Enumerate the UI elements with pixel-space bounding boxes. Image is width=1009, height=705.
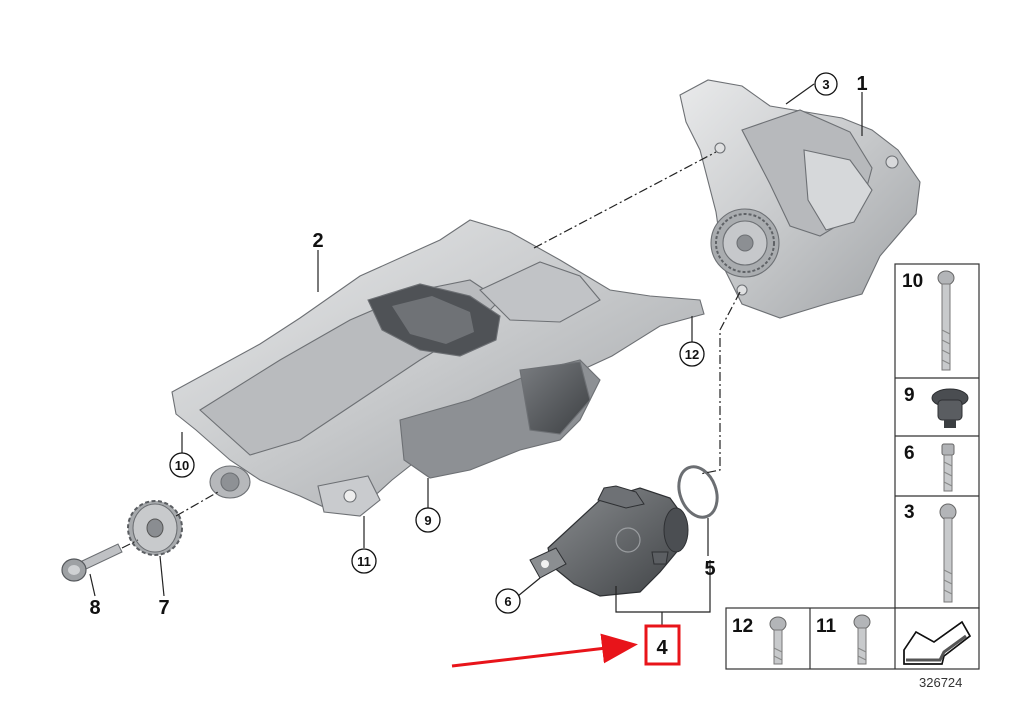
callout-1: 1 bbox=[856, 73, 867, 95]
callout-6: 6 bbox=[495, 588, 521, 614]
callout-12: 12 bbox=[679, 341, 705, 367]
fastener-table: 10 9 6 3 12 11 bbox=[725, 263, 980, 670]
callout-11: 11 bbox=[351, 548, 377, 574]
callout-8: 8 bbox=[89, 597, 100, 619]
catalog-number: 326724 bbox=[919, 675, 962, 690]
red-pointer-arrow bbox=[451, 633, 638, 668]
bolt-6-icon bbox=[941, 443, 955, 492]
table-label-10: 10 bbox=[902, 271, 923, 292]
svg-text:3: 3 bbox=[822, 77, 829, 92]
oil-suction-pipe bbox=[529, 485, 689, 597]
oil-pump bbox=[679, 79, 921, 319]
callout-9: 9 bbox=[415, 507, 441, 533]
table-label-9: 9 bbox=[904, 385, 915, 406]
assembly-line-pump-pan bbox=[533, 151, 717, 249]
assembly-line-pump-12 bbox=[699, 291, 741, 475]
table-label-3: 3 bbox=[904, 502, 915, 523]
callout-10: 10 bbox=[169, 452, 195, 478]
plug-9-icon bbox=[931, 388, 969, 428]
svg-text:6: 6 bbox=[504, 594, 511, 609]
assembly-line-gear bbox=[121, 491, 219, 549]
svg-text:11: 11 bbox=[357, 554, 371, 569]
callout-3: 3 bbox=[814, 72, 838, 96]
table-label-6: 6 bbox=[904, 443, 915, 464]
callout-4-highlighted: 4 bbox=[644, 624, 681, 666]
table-label-12: 12 bbox=[732, 616, 753, 637]
svg-text:12: 12 bbox=[685, 347, 699, 362]
bolt-8 bbox=[61, 543, 123, 582]
bolt-12-icon bbox=[769, 616, 787, 665]
direction-arrow-icon bbox=[903, 620, 971, 665]
bolt-11-icon bbox=[853, 614, 871, 665]
o-ring bbox=[677, 465, 719, 519]
svg-text:10: 10 bbox=[175, 458, 189, 473]
callout-5: 5 bbox=[704, 558, 715, 580]
table-label-11: 11 bbox=[816, 616, 837, 637]
callout-2: 2 bbox=[312, 230, 323, 252]
drive-gear bbox=[127, 500, 183, 556]
oil-pan-housing bbox=[171, 219, 705, 517]
callout-7: 7 bbox=[158, 597, 169, 619]
svg-text:9: 9 bbox=[424, 513, 431, 528]
bolt-10-icon bbox=[937, 270, 955, 371]
svg-text:4: 4 bbox=[656, 637, 668, 659]
bolt-3-icon bbox=[939, 503, 957, 603]
